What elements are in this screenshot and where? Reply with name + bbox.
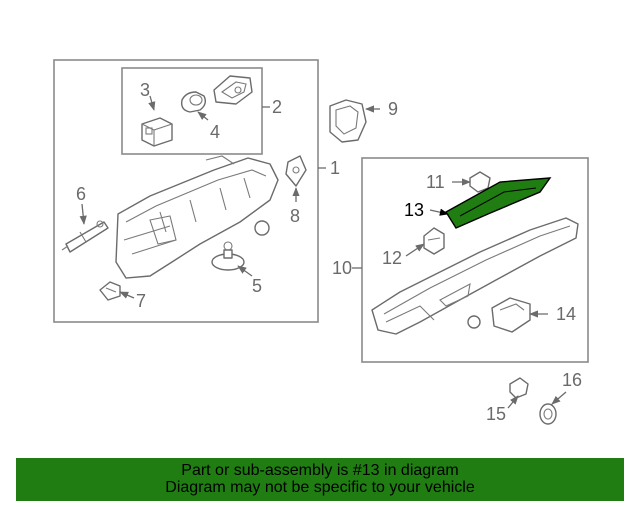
part-7-screw bbox=[99, 281, 121, 301]
part-1-glovebox-housing bbox=[115, 155, 279, 279]
callout-12: 12 bbox=[382, 248, 402, 268]
assembly-box-left bbox=[53, 59, 319, 323]
part-3-switch bbox=[141, 117, 173, 147]
part-16-washer bbox=[539, 403, 557, 425]
banner-line-2: Diagram may not be specific to your vehi… bbox=[165, 479, 475, 496]
callout-6: 6 bbox=[76, 184, 86, 204]
sub-box-2 bbox=[121, 67, 263, 155]
callout-10: 10 bbox=[332, 258, 352, 278]
callout-4: 4 bbox=[210, 122, 220, 142]
callout-2: 2 bbox=[272, 97, 282, 117]
callout-8: 8 bbox=[290, 206, 300, 226]
banner-line-1: Part or sub-assembly is #13 in diagram bbox=[181, 462, 459, 479]
callout-5: 5 bbox=[252, 276, 262, 296]
info-banner: Part or sub-assembly is #13 in diagram D… bbox=[16, 458, 624, 501]
part-8-bracket bbox=[285, 155, 307, 187]
callout-11: 11 bbox=[426, 172, 445, 192]
part-14-latch bbox=[467, 297, 531, 333]
part-5-bumper bbox=[211, 241, 245, 271]
callout-1: 1 bbox=[330, 158, 340, 178]
part-cap bbox=[254, 220, 270, 236]
part-12-bulb bbox=[423, 227, 445, 255]
part-4-socket bbox=[180, 91, 207, 113]
callout-14: 14 bbox=[556, 304, 576, 324]
callout-16: 16 bbox=[562, 370, 582, 390]
callout-7: 7 bbox=[136, 291, 146, 311]
part-13-tray bbox=[445, 177, 552, 229]
part-10-glovebox-door bbox=[371, 217, 579, 335]
part-6-damper bbox=[61, 220, 109, 253]
part-9-clip bbox=[329, 99, 367, 143]
callout-13: 13 bbox=[404, 200, 424, 220]
callout-9: 9 bbox=[388, 99, 398, 119]
callout-3: 3 bbox=[140, 80, 150, 100]
assembly-box-right bbox=[361, 157, 589, 363]
callout-15: 15 bbox=[486, 404, 506, 424]
part-15-bolt bbox=[509, 377, 529, 399]
part-2-lamp bbox=[213, 75, 253, 105]
